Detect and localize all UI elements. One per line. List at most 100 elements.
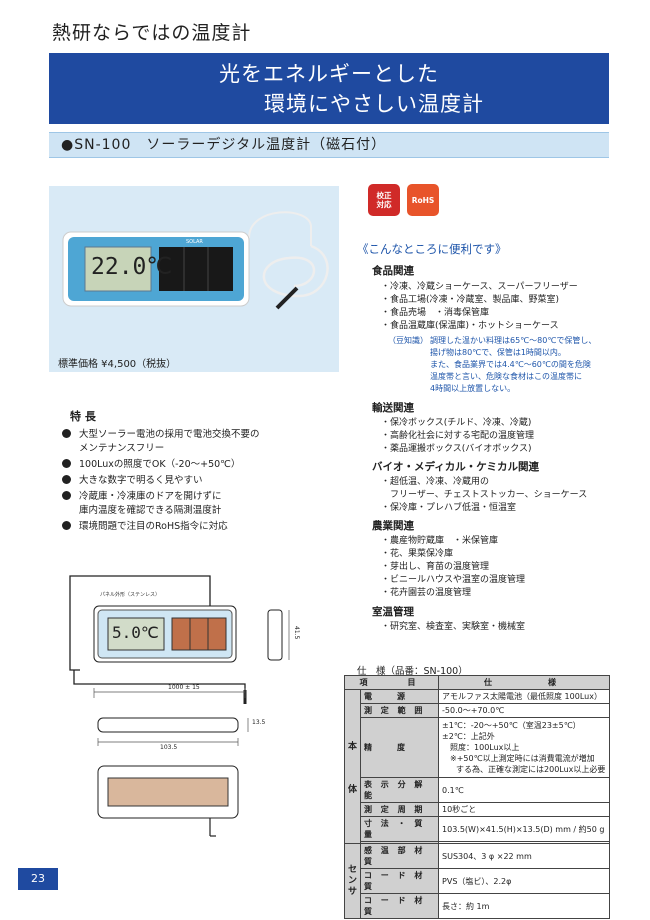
spec-label: 電 源	[360, 689, 440, 704]
table-row: 精 度 ±1℃：-20～+50℃（室温23±5℃） ±2℃：上記外 照度：100…	[345, 717, 610, 778]
uses-item: ・超低温、冷凍、冷蔵用の	[381, 477, 490, 487]
cable-dimension: 1000 ± 15	[168, 684, 200, 691]
trivia-line: 4時間以上放置しない。	[430, 384, 516, 393]
uses-item: ・花、果菜保冷庫	[381, 549, 454, 559]
spec-value: SUS304、3 φ ×22 mm	[438, 843, 610, 869]
spec-col-spec: 仕 様	[438, 675, 610, 690]
uses-item: ・保冷ボックス(チルド、冷凍、冷蔵)	[381, 418, 532, 428]
spec-value: PVS（塩ビ）、2.2φ	[438, 868, 610, 894]
uses-category-title: 輸送関連	[372, 402, 414, 414]
uses-item: ・芽出し、育苗の温度管理	[381, 562, 490, 572]
bullet-icon	[62, 491, 71, 500]
table-row: 項 目 仕 様	[343, 675, 610, 690]
banner-line-1: 光をエネルギーとした	[219, 62, 439, 86]
feature-text-2: メンテナンスフリー	[79, 443, 165, 454]
trivia-line: また、食品業界では4.4℃～60℃の間を危険	[430, 360, 591, 369]
trivia-line: 揚げ物は80℃で、保管は1時間以内。	[430, 348, 566, 357]
page-heading: 熱研ならではの温度計	[52, 22, 252, 44]
uses-room-section: 室温管理 ・研究室、検査室、実験室・機械室	[372, 604, 525, 634]
banner-line-2: 環境にやさしい温度計	[264, 92, 484, 116]
product-photo: 22.0℃ SOLAR	[49, 186, 339, 372]
page-number: 23	[18, 868, 58, 890]
spec-label: 測 定 範 囲	[360, 703, 440, 718]
spec-label: 表 示 分 解 能	[360, 777, 440, 803]
spec-label: 寸 法 ・ 質 量	[360, 816, 440, 842]
uses-item: ・食品売場 ・消毒保管庫	[381, 308, 490, 318]
uses-item: ・食品工場(冷凍・冷蔵室、製品庫、野菜室)	[381, 295, 560, 305]
spec-group-main: 本 体	[343, 689, 362, 844]
bullet-icon	[62, 429, 71, 438]
badge-text: 校正	[376, 191, 392, 200]
spec-label: コ ー ド 材 質	[360, 893, 440, 919]
bullet-icon	[62, 475, 71, 484]
table-row: コ ー ド 材 質 PVS（塩ビ）、2.2φ	[345, 868, 610, 894]
feature-text: 大型ソーラー電池の採用で電池交換不要の	[79, 429, 260, 440]
uses-item: ・食品温蔵庫(保温庫)・ホットショーケース	[381, 321, 559, 331]
table-row: セ ン サ 感 温 部 材 質 SUS304、3 φ ×22 mm	[343, 843, 610, 919]
headline-banner: 光をエネルギーとした 環境にやさしい温度計	[49, 53, 609, 124]
trivia-line: 温度帯と言い、危険な食材はこの温度帯に	[430, 372, 582, 381]
uses-food-section: 食品関連 ・冷凍、冷蔵ショーケース、スーパーフリーザー ・食品工場(冷凍・冷蔵室…	[372, 263, 578, 333]
spec-value: 0.1℃	[438, 777, 610, 803]
uses-item: ・ビニールハウスや温室の温度管理	[381, 575, 526, 585]
spec-label: 感 温 部 材 質	[360, 843, 440, 869]
model-title-bar: ●SN-100 ソーラーデジタル温度計（磁石付）	[49, 132, 609, 158]
spec-group-sensor: セ ン サ	[343, 843, 362, 919]
panel-label: パネル外形（ステンレス）	[100, 592, 161, 598]
table-row: 寸 法 ・ 質 量 103.5(W)×41.5(H)×13.5(D) mm / …	[345, 816, 610, 842]
table-row: コ ー ド 材 質 長さ：約 1m	[345, 893, 610, 919]
width-dimension: 103.5	[160, 744, 178, 751]
feature-text: 環境問題で注目のRoHS指令に対応	[79, 521, 228, 532]
spec-spacer	[360, 841, 440, 844]
uses-bio-section: バイオ・メディカル・ケミカル関連 ・超低温、冷凍、冷蔵用の フリーザー、チェスト…	[372, 459, 587, 515]
uses-item: ・保冷庫・プレハブ低温・恒温室	[381, 503, 517, 513]
accuracy-line: ±1℃：-20～+50℃（室温23±5℃）	[442, 721, 581, 730]
spec-value: -50.0～+70.0℃	[438, 703, 610, 718]
spec-label: 精 度	[360, 717, 440, 778]
uses-category-title: 室温管理	[372, 606, 414, 618]
uses-category-title: バイオ・メディカル・ケミカル関連	[372, 461, 539, 473]
list-price: 標準価格 ¥4,500（税抜）	[58, 359, 177, 370]
spec-col-item: 項 目	[343, 675, 440, 690]
table-row: 測 定 周 期 10秒ごと	[345, 802, 610, 817]
uses-item: ・花卉園芸の温度管理	[381, 588, 472, 598]
spec-label: 測 定 周 期	[360, 802, 440, 817]
uses-item: ・研究室、検査室、実験室・機械室	[381, 622, 526, 632]
spec-value: アモルファス太陽電池（最低照度 100Lux）	[438, 689, 610, 704]
feature-item: 大型ソーラー電池の採用で電池交換不要の メンテナンスフリー	[62, 428, 352, 456]
depth-dimension: 13.5	[252, 719, 266, 726]
feature-item: 環境問題で注目のRoHS指令に対応	[62, 520, 352, 534]
table-row: 測 定 範 囲 -50.0～+70.0℃	[345, 703, 610, 718]
spec-title: 仕 様（品番：SN-100）	[357, 666, 468, 677]
features-list: 大型ソーラー電池の採用で電池交換不要の メンテナンスフリー 100Luxの照度で…	[62, 428, 352, 534]
badge-text: 対応	[376, 200, 392, 209]
spec-value-accuracy: ±1℃：-20～+50℃（室温23±5℃） ±2℃：上記外 照度：100Lux以…	[438, 717, 610, 778]
uses-category-title: 農業関連	[372, 520, 414, 532]
bullet-icon	[62, 459, 71, 468]
features-title: 特 長	[70, 410, 96, 423]
feature-text-2: 庫内温度を確認できる隔測温度計	[79, 505, 222, 516]
uses-agri-section: 農業関連 ・農産物貯蔵庫 ・米保管庫 ・花、果菜保冷庫 ・芽出し、育苗の温度管理…	[372, 518, 525, 600]
feature-text: 100Luxの照度でOK（-20～+50℃）	[79, 459, 241, 470]
spec-label: コ ー ド 材 質	[360, 868, 440, 894]
uses-item: ・冷凍、冷蔵ショーケース、スーパーフリーザー	[381, 282, 578, 292]
feature-item: 100Luxの照度でOK（-20～+50℃）	[62, 458, 352, 472]
uses-item: ・薬品運搬ボックス(バイオボックス)	[381, 444, 532, 454]
drawing-lcd-reading: 5.0℃	[112, 623, 159, 642]
accuracy-line: ±2℃：上記外	[442, 732, 495, 741]
calibration-badge: 校正対応	[368, 184, 400, 216]
accuracy-line: する為、正確な測定には200Lux以上必要	[456, 765, 606, 774]
thermometer-photo-illustration	[62, 211, 329, 310]
height-dimension: 41.5	[293, 626, 300, 640]
accuracy-line: 照度：100Lux以上	[450, 743, 520, 752]
accuracy-line: ※+50℃以上測定時には消費電流が増加	[450, 754, 595, 763]
rohs-badge: RoHS	[407, 184, 439, 216]
uses-item: フリーザー、チェストストッカー、ショーケース	[381, 490, 588, 500]
spec-value: 10秒ごと	[438, 802, 610, 817]
table-row: 表 示 分 解 能 0.1℃	[345, 777, 610, 803]
badge-text: RoHS	[411, 195, 435, 205]
feature-item: 大きな数字で明るく見やすい	[62, 474, 352, 488]
uses-category-title: 食品関連	[372, 265, 414, 277]
uses-transport-section: 輸送関連 ・保冷ボックス(チルド、冷凍、冷蔵) ・高齢化社会に対する宅配の温度管…	[372, 400, 534, 456]
dimension-drawing: 5.0℃ パネル外形（ステンレス） 41.5 1000 ± 15 13.5 10…	[60, 566, 330, 886]
